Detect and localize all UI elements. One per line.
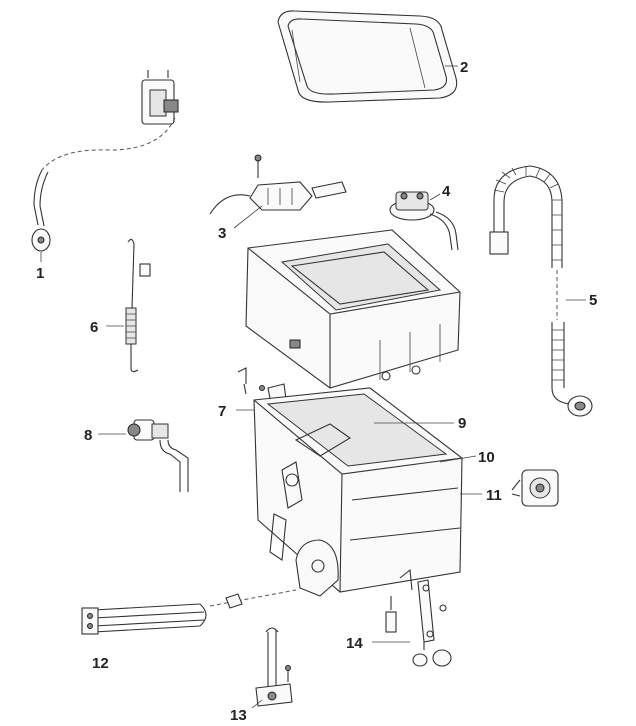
part-5-drain-hose — [489, 165, 593, 417]
part-13-temperature-sensor — [255, 627, 293, 707]
callout-13: 13 — [230, 707, 247, 724]
callout-10: 10 — [478, 449, 495, 466]
callout-4: 4 — [442, 183, 451, 200]
part-6-spring — [125, 238, 151, 373]
callout-5: 5 — [589, 292, 597, 309]
callout-6: 6 — [90, 319, 98, 336]
callout-7: 7 — [218, 403, 226, 420]
part-8-water-valve — [127, 419, 189, 492]
part-11-drain-pump — [511, 469, 559, 507]
upper-housing — [245, 229, 461, 389]
part-3-door-lock — [209, 154, 347, 215]
main-cabinet — [253, 387, 463, 597]
callout-1: 1 — [36, 265, 44, 282]
callout-9: 9 — [458, 415, 466, 432]
part-14-shock-absorber — [385, 579, 452, 667]
part-12-heating-element — [81, 589, 297, 635]
callout-8: 8 — [84, 427, 92, 444]
part-4-pressure-switch — [389, 191, 459, 251]
callout-2: 2 — [460, 59, 468, 76]
callout-3: 3 — [218, 225, 226, 242]
part-2-door-gasket — [277, 10, 458, 103]
callout-14: 14 — [346, 635, 363, 652]
part-1-power-cable — [31, 70, 179, 252]
callout-12: 12 — [92, 655, 109, 672]
callout-11: 11 — [486, 487, 502, 504]
